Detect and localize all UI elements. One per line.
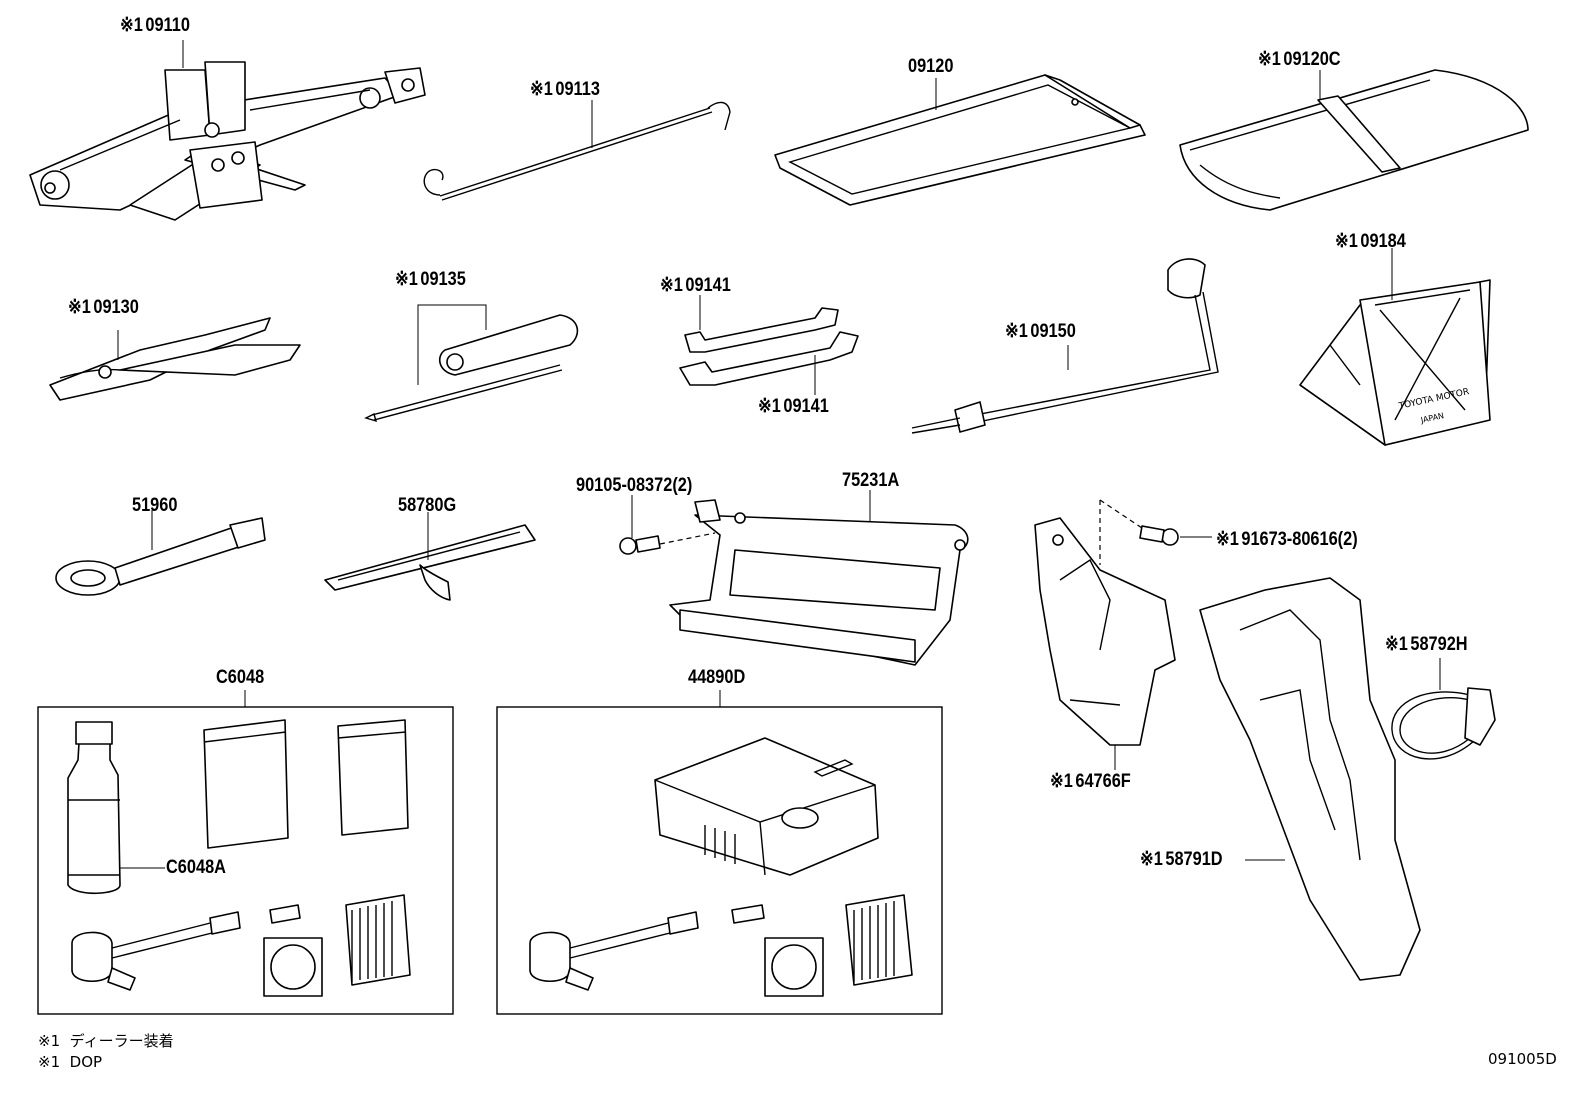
callout-44890d: 44890D xyxy=(688,667,746,688)
jack-handle-rod-illustration xyxy=(423,100,731,201)
wheel-chock-illustration xyxy=(1299,248,1491,446)
wrench-pair-illustration xyxy=(679,295,859,395)
scissor-jack-illustration xyxy=(29,40,426,221)
bolt-90105-illustration xyxy=(619,495,716,555)
diagram-code: 091005D xyxy=(1488,1050,1557,1068)
kit-c6048-frame xyxy=(37,690,454,1015)
callout-c6048a: C6048A xyxy=(166,857,226,878)
footnote-dop: ※1 DOP xyxy=(38,1053,103,1071)
tool-bag-illustration xyxy=(774,74,1146,206)
tow-hook-illustration xyxy=(55,510,266,596)
kit-44890d-frame xyxy=(496,690,943,1015)
jack-holder-illustration xyxy=(1034,500,1176,770)
bolt-91673-illustration xyxy=(1099,499,1212,546)
screwdriver-illustration xyxy=(364,304,579,423)
strap-illustration xyxy=(1391,658,1496,760)
callout-75231a: 75231A xyxy=(842,470,900,491)
callout-09120: 09120 xyxy=(908,56,954,77)
hook-bracket-illustration xyxy=(324,512,536,601)
tool-roll-illustration xyxy=(1179,69,1529,211)
pliers-illustration xyxy=(49,317,301,401)
tray-bracket-illustration xyxy=(669,490,969,666)
lug-wrench-illustration xyxy=(911,258,1219,434)
callout-c6048: C6048 xyxy=(216,667,265,688)
callout-58780g: 58780G xyxy=(398,495,457,516)
callout-51960: 51960 xyxy=(132,495,178,516)
footnote-dealer-install: ※1 ディーラー装着 xyxy=(38,1032,174,1050)
foam-tray-illustration xyxy=(1199,577,1421,981)
callout-90105-08372: 90105-08372(2) xyxy=(576,475,693,496)
